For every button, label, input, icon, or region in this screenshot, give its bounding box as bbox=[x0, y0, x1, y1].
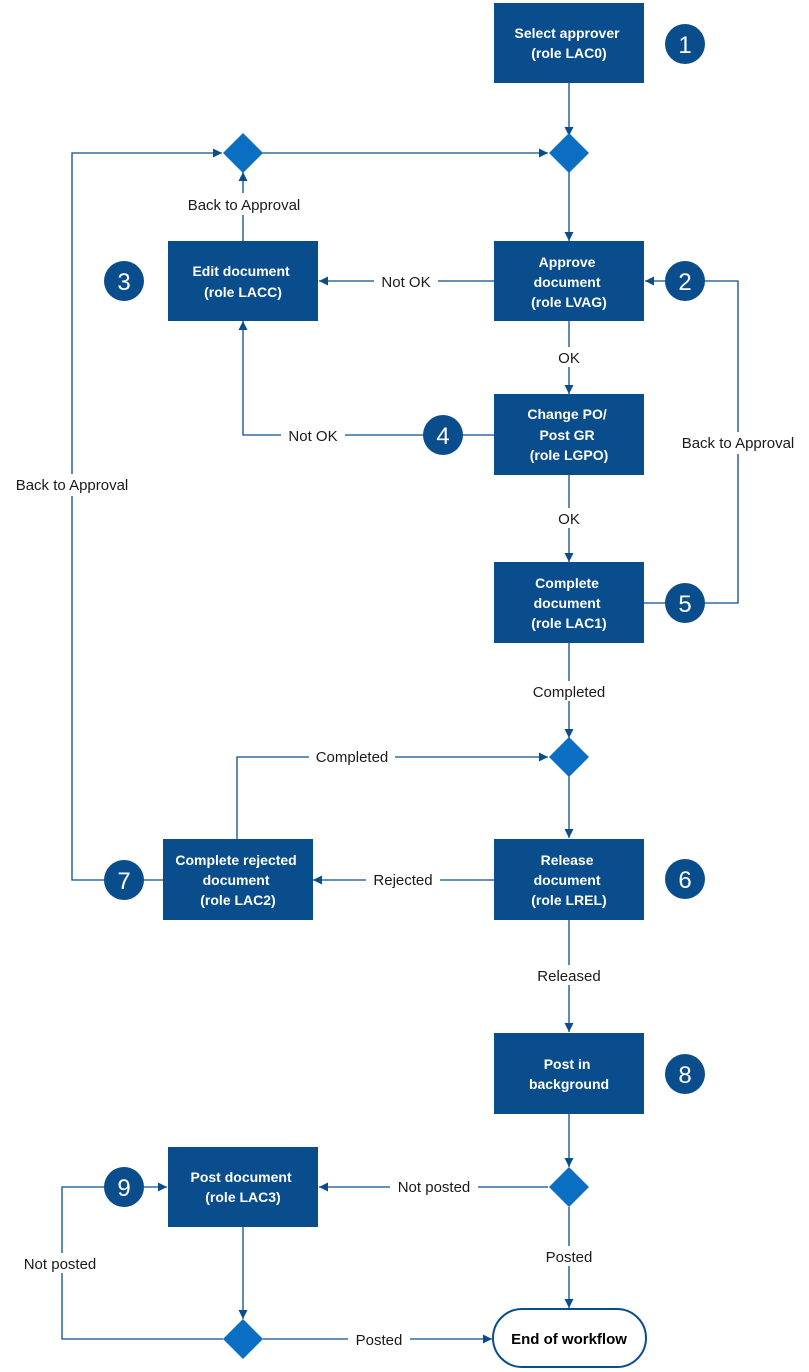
decision-top-right bbox=[549, 133, 589, 173]
step-approve-line-3: (role LVAG) bbox=[531, 294, 607, 310]
label-completed-rejected: Completed bbox=[316, 749, 389, 766]
step-complete-rejected-line-1: Complete rejected bbox=[175, 852, 296, 868]
badge-2-number: 2 bbox=[678, 269, 691, 296]
step-select-approver[interactable]: Select approver (role LAC0) bbox=[494, 3, 644, 83]
badge-4-number: 4 bbox=[436, 423, 449, 450]
badge-6-number: 6 bbox=[678, 867, 691, 894]
step-complete-rejected-document[interactable]: Complete rejected document (role LAC2) bbox=[163, 839, 313, 920]
badges: 1 2 3 4 5 6 7 8 bbox=[104, 24, 705, 1207]
label-ok-change: OK bbox=[558, 511, 580, 528]
decision-completed bbox=[549, 737, 589, 777]
svg-text:Post in background: Post in background bbox=[529, 1056, 609, 1092]
label-posted-final: Posted bbox=[356, 1332, 403, 1349]
label-not-ok-change: Not OK bbox=[288, 428, 337, 445]
step-edit-document[interactable]: Edit document (role LACC) bbox=[168, 241, 318, 321]
badge-1-number: 1 bbox=[678, 32, 691, 59]
label-posted-background: Posted bbox=[546, 1249, 593, 1266]
label-released: Released bbox=[537, 968, 600, 985]
badge-3-number: 3 bbox=[117, 269, 130, 296]
step-release-line-1: Release bbox=[541, 852, 594, 868]
step-release-line-2: document bbox=[534, 872, 601, 888]
label-not-posted-background: Not posted bbox=[398, 1179, 471, 1196]
step-complete-rejected-line-3: (role LAC2) bbox=[200, 892, 275, 908]
badge-7-number: 7 bbox=[117, 868, 130, 895]
label-back-to-approval-top: Back to Approval bbox=[188, 197, 301, 214]
decisions bbox=[223, 133, 589, 1359]
step-approve-line-2: document bbox=[534, 274, 601, 290]
badge-8: 8 bbox=[665, 1054, 705, 1094]
badge-6: 6 bbox=[665, 859, 705, 899]
label-ok-approve: OK bbox=[558, 350, 580, 367]
end-of-workflow-label: End of workflow bbox=[511, 1331, 627, 1348]
svg-text:Complete rejected docume: Complete rejected document (role LAC2) bbox=[175, 852, 300, 908]
step-select-approver-line-1: Select approver bbox=[515, 25, 621, 41]
step-change-po-line-1: Change PO/ bbox=[527, 406, 606, 422]
step-edit-line-1: Edit document bbox=[192, 263, 290, 279]
step-complete-line-2: document bbox=[534, 595, 601, 611]
svg-text:Edit document (role LACC: Edit document (role LACC) bbox=[192, 263, 293, 300]
step-change-po-line-2: Post GR bbox=[539, 427, 594, 443]
step-complete-document[interactable]: Complete document (role LAC1) bbox=[494, 562, 644, 643]
badge-1: 1 bbox=[665, 24, 705, 64]
badge-9-number: 9 bbox=[117, 1175, 130, 1202]
svg-text:Post document (role LAC3: Post document (role LAC3) bbox=[190, 1169, 295, 1205]
badge-3: 3 bbox=[104, 261, 144, 301]
badge-4: 4 bbox=[423, 415, 463, 455]
edge-labels: Back to Approval Not OK OK Not OK OK Bac… bbox=[4, 193, 806, 1349]
badge-5-number: 5 bbox=[678, 591, 691, 618]
step-post-background-line-1: Post in bbox=[544, 1056, 591, 1072]
step-post-document-line-1: Post document bbox=[190, 1169, 291, 1185]
step-complete-line-3: (role LAC1) bbox=[531, 615, 606, 631]
edge-change-to-edit-notok bbox=[238, 321, 494, 436]
label-rejected: Rejected bbox=[373, 872, 432, 889]
badge-9: 9 bbox=[104, 1167, 144, 1207]
step-select-approver-line-2: (role LAC0) bbox=[531, 45, 606, 61]
label-not-posted-loop: Not posted bbox=[24, 1256, 97, 1273]
svg-text:Approve document (: Approve document (role LVAG) bbox=[531, 254, 607, 310]
step-post-in-background[interactable]: Post in background bbox=[494, 1033, 644, 1114]
step-approve-line-1: Approve bbox=[539, 254, 596, 270]
decision-posted bbox=[549, 1167, 589, 1207]
step-post-document[interactable]: Post document (role LAC3) bbox=[168, 1147, 318, 1227]
label-back-to-approval-right: Back to Approval bbox=[682, 435, 795, 452]
label-back-to-approval-left: Back to Approval bbox=[16, 477, 129, 494]
decision-bottom bbox=[223, 1319, 263, 1359]
svg-text:Select approver (role LA: Select approver (role LAC0) bbox=[515, 25, 624, 61]
badge-8-number: 8 bbox=[678, 1062, 691, 1089]
step-post-background-line-2: background bbox=[529, 1076, 609, 1092]
svg-text:Complete document: Complete document (role LAC1) bbox=[531, 575, 606, 631]
step-edit-line-2: (role LACC) bbox=[204, 284, 282, 300]
end-of-workflow[interactable]: End of workflow bbox=[492, 1308, 647, 1368]
step-complete-rejected-line-2: document bbox=[203, 872, 270, 888]
step-release-document[interactable]: Release document (role LREL) bbox=[494, 839, 644, 920]
svg-text:Release document (: Release document (role LREL) bbox=[531, 852, 606, 908]
label-not-ok-edit: Not OK bbox=[381, 274, 430, 291]
badge-5: 5 bbox=[665, 583, 705, 623]
badge-7: 7 bbox=[104, 860, 144, 900]
edge-rejected-to-decision-completed bbox=[236, 752, 548, 839]
label-completed-down: Completed bbox=[533, 684, 606, 701]
svg-text:Change PO/ Post GR: Change PO/ Post GR (role LGPO) bbox=[527, 406, 610, 463]
step-post-document-line-2: (role LAC3) bbox=[205, 1189, 280, 1205]
step-complete-line-1: Complete bbox=[535, 575, 599, 591]
decision-top-left bbox=[223, 133, 263, 173]
badge-2: 2 bbox=[665, 261, 705, 301]
step-change-po[interactable]: Change PO/ Post GR (role LGPO) bbox=[494, 394, 644, 475]
step-release-line-3: (role LREL) bbox=[531, 892, 606, 908]
step-approve-document[interactable]: Approve document (role LVAG) bbox=[494, 241, 644, 321]
step-change-po-line-3: (role LGPO) bbox=[530, 447, 609, 463]
